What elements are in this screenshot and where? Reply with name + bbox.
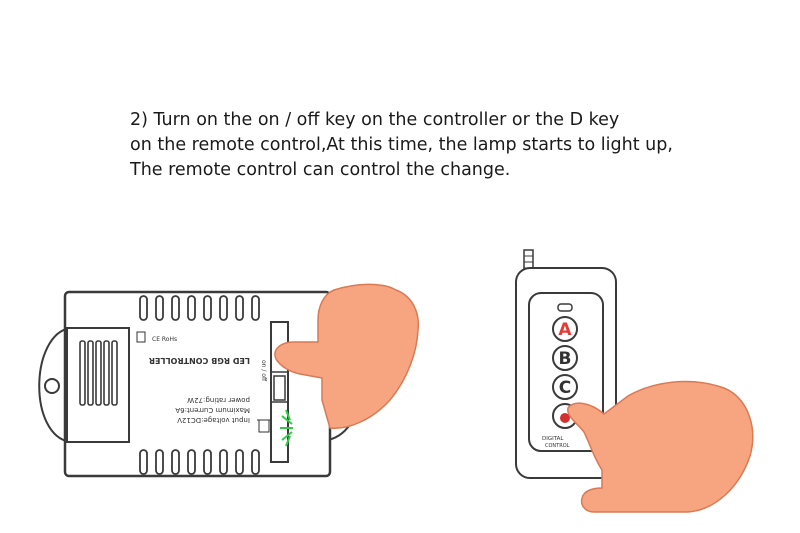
on-off-switch[interactable] [273, 375, 286, 401]
instruction-line-2: on the remote control,At this time, the … [130, 135, 673, 155]
remote-button-label: A [558, 320, 572, 340]
vent-slot [251, 449, 260, 475]
controller-spec-2: Maximum Current:6A [175, 406, 250, 414]
vent-slot [155, 295, 164, 321]
remote-hand [567, 380, 754, 513]
vent-slot [187, 449, 196, 475]
vent-slot [155, 449, 164, 475]
indicator-ray [285, 409, 291, 421]
instruction-text: 2) Turn on the on / off key on the contr… [130, 108, 730, 183]
vent-slot [171, 449, 180, 475]
remote-buttons: ABC [552, 316, 578, 429]
controller-labels: Input voltage:DC12V Maximum Current:6A p… [149, 356, 250, 424]
vent-slot [219, 449, 228, 475]
controller-spec-1: Input voltage:DC12V [177, 416, 250, 424]
remote-button-a[interactable]: A [552, 316, 578, 342]
instruction-line-1: 2) Turn on the on / off key on the contr… [130, 110, 620, 130]
vent-slot [139, 449, 148, 475]
vent-slot [251, 295, 260, 321]
remote-label-2: CONTROL [545, 443, 570, 449]
switch-label: on / off [260, 360, 267, 382]
remote-button-label: C [559, 378, 571, 398]
power-indicator-icon [280, 409, 293, 447]
connector-slot [95, 340, 102, 406]
svg-text:CE RoHs: CE RoHs [152, 336, 177, 343]
controller-mount-hole [44, 378, 60, 394]
indicator-ray [281, 431, 293, 441]
vent-slot [171, 295, 180, 321]
remote-label-1: DIGITAL [542, 436, 564, 442]
connector-slot [111, 340, 118, 406]
connector-slot [87, 340, 94, 406]
controller-hand [274, 283, 420, 429]
waste-icon [257, 419, 271, 433]
controller-label: LED RGB CONTROLLER [149, 356, 250, 365]
certification-marks: CE RoHs [136, 331, 177, 343]
indicator-ray [281, 415, 293, 425]
controller-bottom-vents [139, 449, 260, 475]
vent-slot [139, 295, 148, 321]
controller-spec-3: power rating:72W [187, 396, 250, 404]
vent-slot [235, 295, 244, 321]
connector-slot [103, 340, 110, 406]
indicator-ray [285, 435, 291, 447]
controller-top-vents [139, 295, 260, 321]
vent-slot [187, 295, 196, 321]
vent-slot [203, 295, 212, 321]
remote-button-c[interactable]: C [552, 374, 578, 400]
connector-slots [79, 340, 118, 406]
instruction-line-3: The remote control can control the chang… [130, 160, 511, 180]
vent-slot [235, 449, 244, 475]
remote-button-b[interactable]: B [552, 345, 578, 371]
remote-button-label: B [559, 349, 572, 369]
vent-slot [203, 449, 212, 475]
remote-led [557, 303, 573, 312]
vent-slot [219, 295, 228, 321]
connector-slot [79, 340, 86, 406]
